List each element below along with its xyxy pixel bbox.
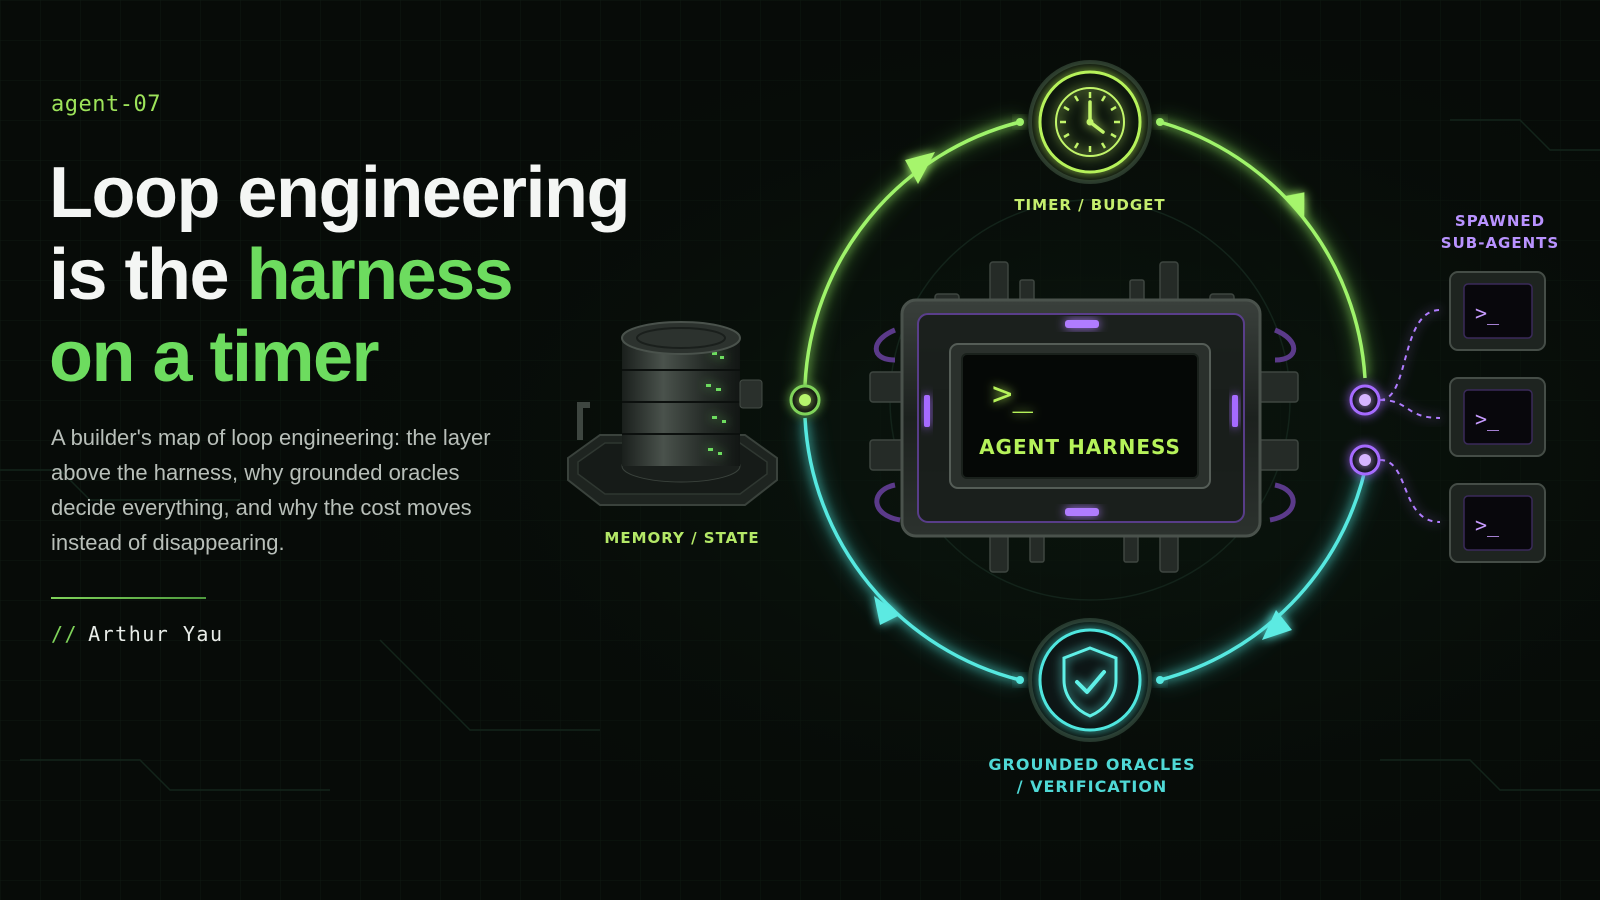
timer-label: TIMER / BUDGET — [1014, 196, 1165, 214]
subagents-label-line-1: SPAWNED — [1455, 212, 1545, 230]
title-line-1: Loop engineering — [49, 153, 630, 233]
shield-check-icon — [1062, 646, 1118, 718]
arrow-bottom-left-icon — [874, 596, 900, 625]
timer-node — [1016, 60, 1164, 184]
title-line-2-plain: is the — [49, 235, 247, 315]
title-line-3: on a timer — [49, 317, 380, 397]
byline-prefix: // — [51, 622, 79, 646]
memory-label: MEMORY / STATE — [604, 529, 759, 547]
page-title: Loop engineering is the harness on a tim… — [49, 152, 689, 398]
agent-harness — [869, 261, 1299, 573]
memory-database — [567, 321, 778, 506]
harness-prompt: >_ — [992, 374, 1033, 414]
arrow-top-right-icon — [1284, 192, 1305, 219]
subagent-box-1: >_ — [1449, 271, 1546, 351]
subagent-prompt-2: >_ — [1475, 407, 1500, 431]
loop-arc-top — [800, 117, 1370, 386]
subagent-prompt-3: >_ — [1475, 513, 1500, 537]
author-name: Arthur Yau — [88, 622, 224, 646]
title-line-2-accent: harness — [246, 235, 514, 315]
oracle-node — [1016, 618, 1164, 742]
agent-tag: agent-07 — [51, 92, 161, 117]
subagent-connectors — [1298, 309, 1441, 523]
arrow-bottom-right-icon — [1262, 610, 1292, 640]
loop-arc-bottom — [800, 417, 1370, 685]
subagent-prompt-1: >_ — [1475, 301, 1500, 325]
oracle-label-line-1: GROUNDED ORACLES — [988, 755, 1195, 774]
subagent-box-3: >_ — [1449, 483, 1546, 563]
oracle-label-line-2: / VERIFICATION — [1017, 777, 1168, 796]
byline: // Arthur Yau — [51, 622, 224, 646]
subagent-box-2: >_ — [1449, 377, 1546, 457]
harness-label: AGENT HARNESS — [979, 435, 1181, 459]
subagents-label-line-2: SUB-AGENTS — [1441, 234, 1559, 252]
description: A builder's map of loop engineering: the… — [51, 425, 491, 555]
divider — [51, 597, 206, 599]
arrow-top-left-icon — [905, 152, 935, 184]
memory-connector — [762, 384, 880, 416]
title-line-2: is the harness — [49, 234, 689, 316]
clock-icon — [1055, 87, 1125, 157]
database-cylinder-icon — [621, 321, 741, 483]
